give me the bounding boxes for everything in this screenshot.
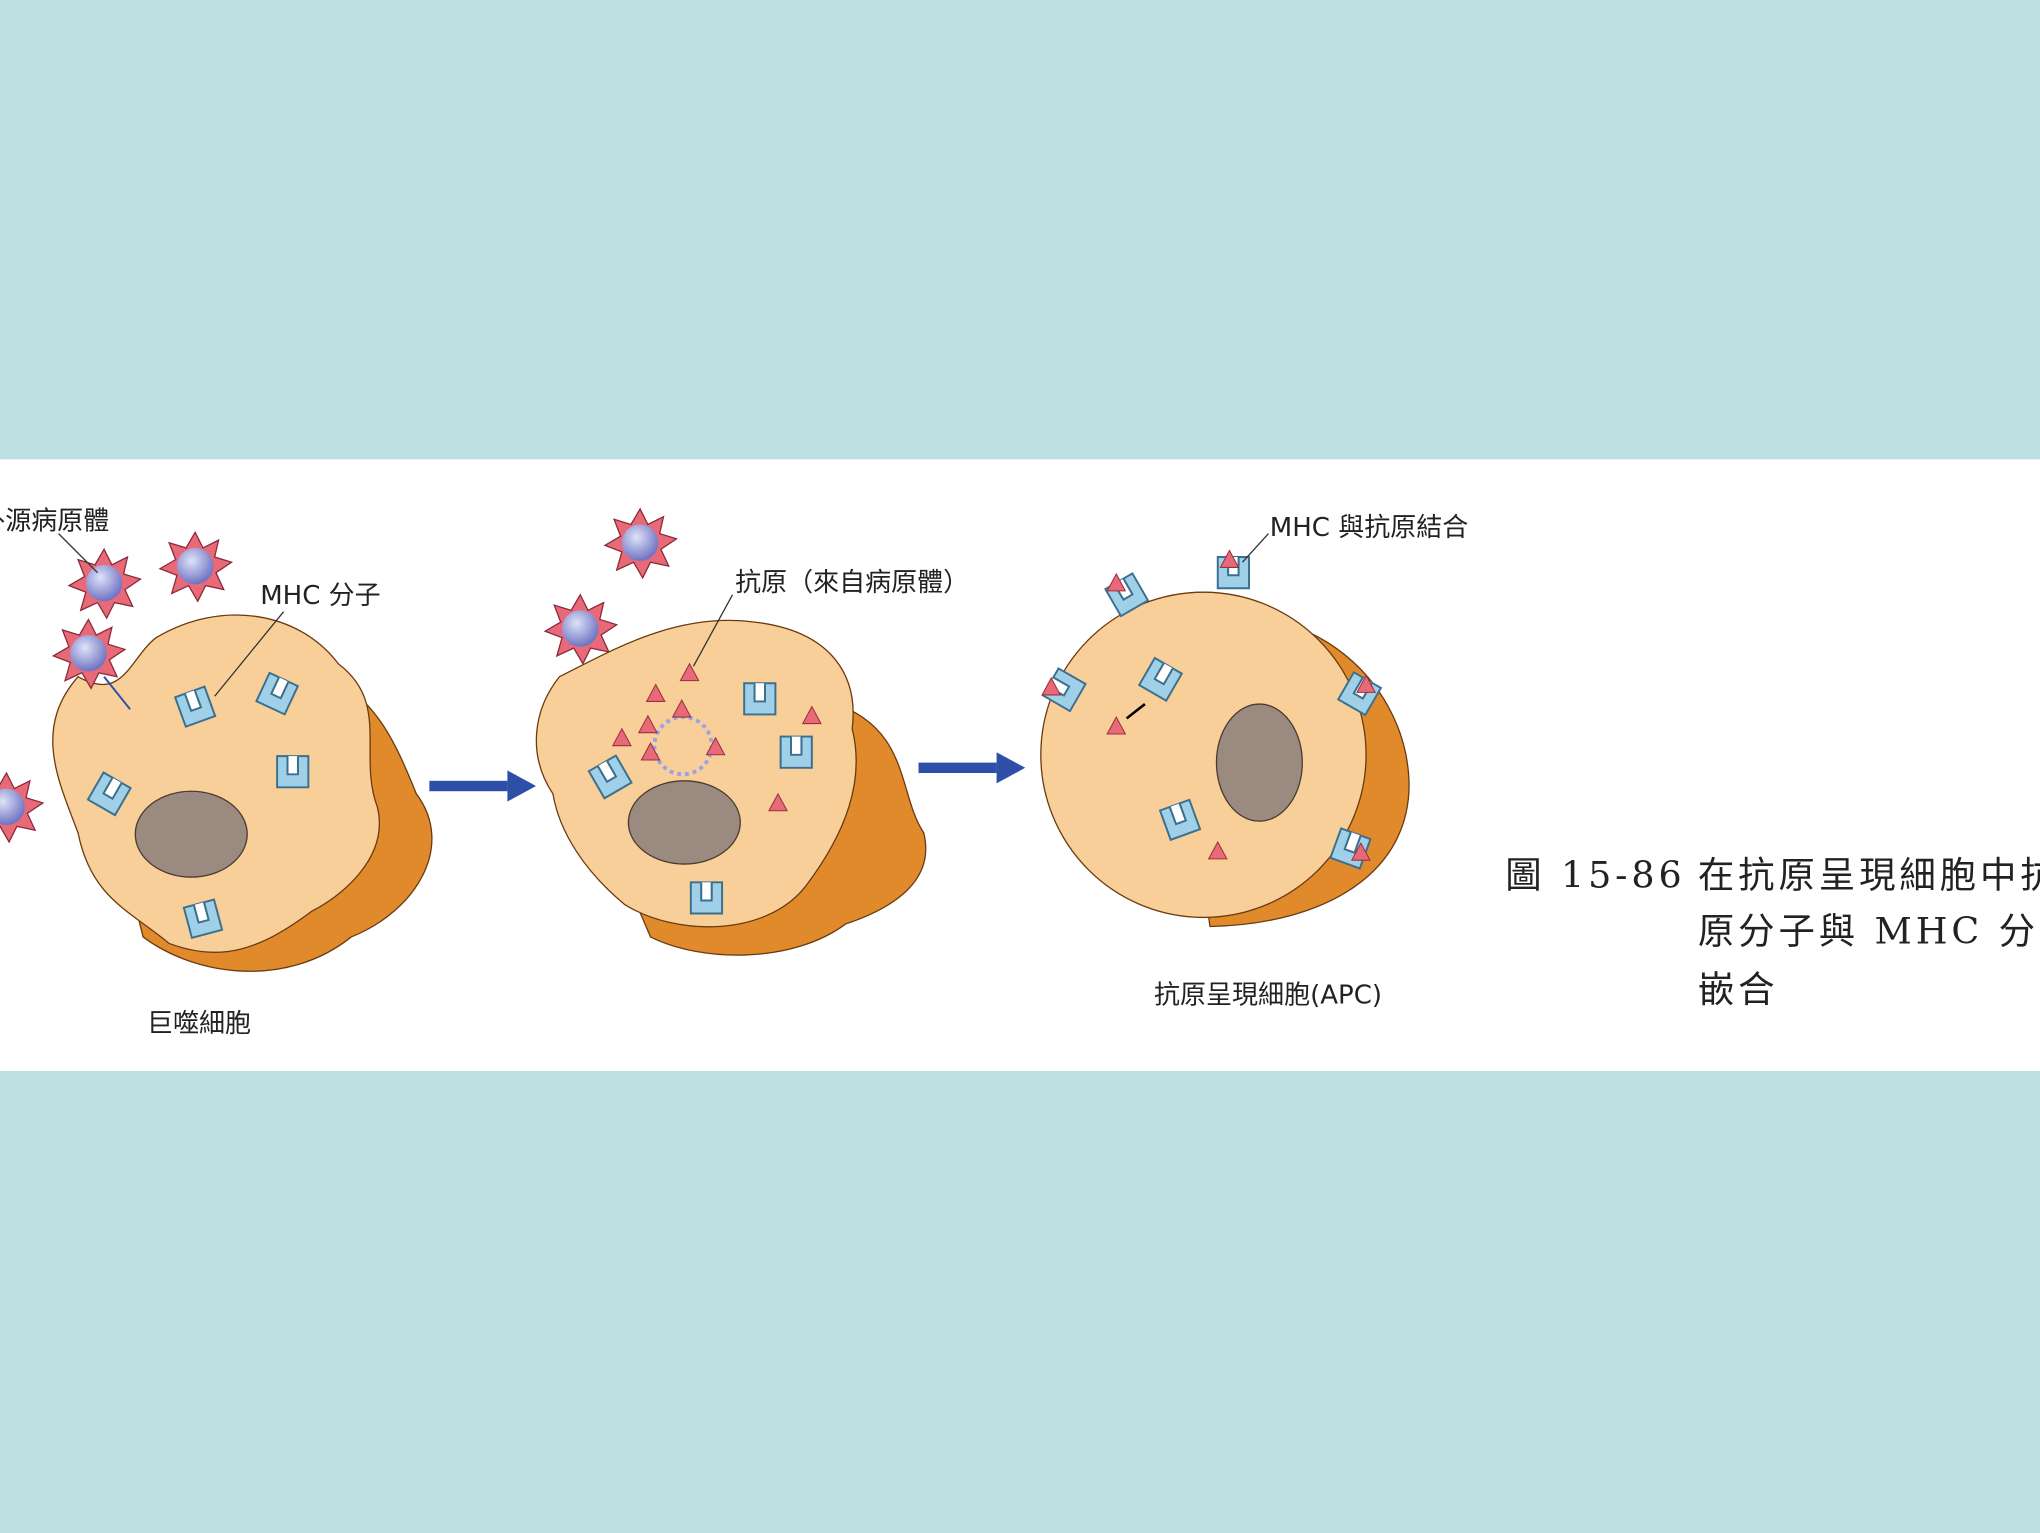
caption-line-1: 在抗原呈現細胞中抗 bbox=[1698, 853, 2040, 896]
macrophage-cell bbox=[52, 614, 433, 972]
figure-number: 圖 15-86 bbox=[1505, 853, 1685, 896]
label-pathogen: 外源病原體 bbox=[0, 507, 109, 537]
label-macrophage: 巨噬細胞 bbox=[147, 1009, 251, 1039]
nucleus bbox=[1215, 703, 1303, 822]
process-arrow bbox=[429, 770, 537, 802]
caption-line-3: 嵌合 bbox=[1698, 968, 1779, 1011]
nucleus bbox=[134, 790, 248, 878]
apc-cell bbox=[1040, 550, 1410, 928]
label-apc: 抗原呈現細胞(APC) bbox=[1154, 980, 1382, 1010]
caption-line-2: 原分子與 MHC 分子 bbox=[1698, 909, 2040, 952]
label-mhc-molecule: MHC 分子 bbox=[260, 581, 380, 611]
label-mhc-antigen-binding: MHC 與抗原結合 bbox=[1270, 513, 1469, 543]
phagocytosing-cell bbox=[535, 619, 927, 956]
nucleus bbox=[627, 780, 741, 865]
process-arrow bbox=[918, 752, 1026, 784]
figure-caption: 圖 15-86 在抗原呈現細胞中抗 原分子與 MHC 分子 嵌合 bbox=[1505, 853, 2040, 1010]
label-antigen: 抗原（來自病原體） bbox=[735, 568, 969, 598]
